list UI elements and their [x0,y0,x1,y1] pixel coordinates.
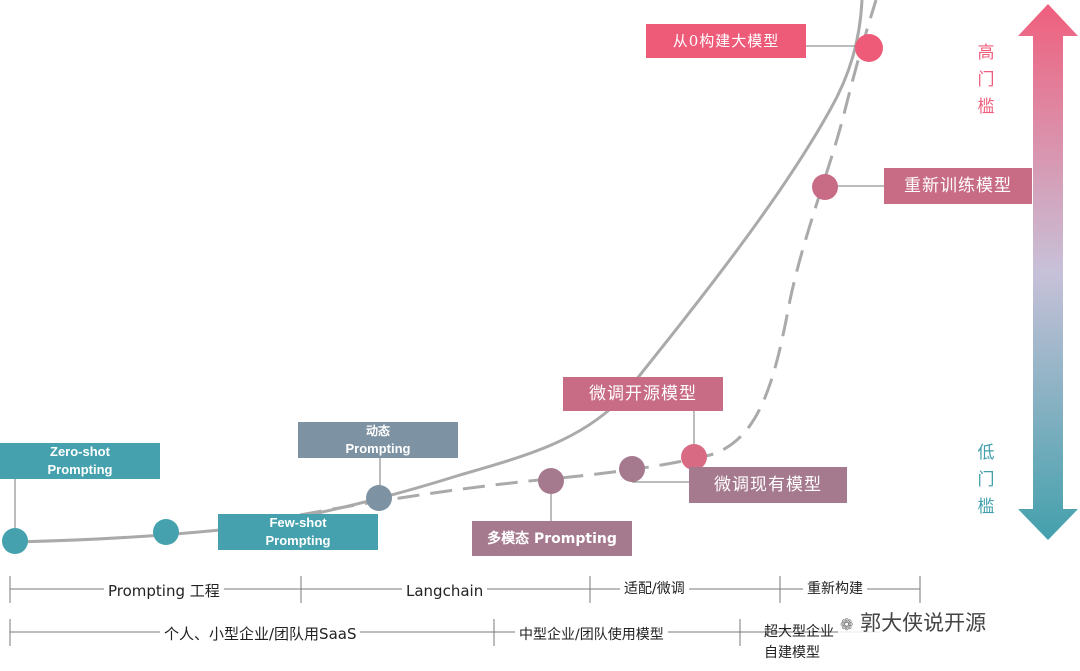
label-zero-shot: Zero-shot Prompting [0,443,160,479]
threshold-low-char: 槛 [977,497,995,517]
dot-finetune-open [681,444,707,470]
user-medium: 中型企业/团队使用模型 [515,624,668,644]
solid-curve [13,0,864,544]
user-small: 个人、小型企业/团队用SaaS [160,623,361,644]
dot-retrain [812,174,838,200]
label-retrain-text: 重新训练模型 [904,176,1012,196]
threshold-high-char: 门 [977,70,995,90]
dot-zero-shot [2,528,28,554]
stage-prompting: Prompting 工程 [104,580,224,601]
wechat-icon: ❁ [840,615,854,634]
label-finetune-open: 微调开源模型 [563,377,723,411]
label-few-shot-line1: Few-shot [269,515,327,530]
label-finetune-open-text: 微调开源模型 [589,384,697,404]
threshold-low-char: 低 [977,443,995,463]
dot-finetune-existing [619,456,645,482]
label-dynamic-line2: Prompting [345,441,411,456]
label-zero-shot-line2: Prompting [47,462,113,477]
stage-rebuild: 重新构建 [803,578,867,598]
threshold-arrow [1018,4,1078,540]
dashed-curve [299,0,878,517]
dot-multimodal [538,468,564,494]
dot-few-shot [153,519,179,545]
label-retrain: 重新训练模型 [884,168,1032,204]
stage-langchain: Langchain [402,582,488,600]
label-finetune-existing-text: 微调现有模型 [714,475,822,495]
label-from-scratch-text: 从0构建大模型 [672,32,780,50]
label-multimodal-text: 多模态 Prompting [487,530,617,547]
label-few-shot-line2: Prompting [265,533,331,548]
dot-from-scratch [855,34,883,62]
threshold-high-char: 槛 [977,97,995,117]
dot-dynamic [366,485,392,511]
user-large-line2: 自建模型 [764,645,820,661]
label-zero-shot-line1: Zero-shot [50,444,110,459]
stage-adapt-finetune: 适配/微调 [620,578,689,598]
label-finetune-existing: 微调现有模型 [689,467,847,503]
user-timeline [9,619,880,646]
label-dynamic: 动态 Prompting [298,422,458,458]
label-few-shot: Few-shot Prompting [218,514,378,550]
watermark-text: 郭大侠说开源 [860,611,987,635]
threshold-low-char: 门 [977,470,995,490]
watermark: ❁ 郭大侠说开源 [838,607,989,637]
label-dynamic-line1: 动态 [365,424,390,438]
label-multimodal: 多模态 Prompting [472,521,632,556]
threshold-high: 高 门 槛 [974,40,998,121]
threshold-high-char: 高 [977,43,995,63]
label-from-scratch: 从0构建大模型 [646,24,806,58]
threshold-low: 低 门 槛 [974,440,998,521]
user-large-line1: 超大型企业 [764,624,834,640]
